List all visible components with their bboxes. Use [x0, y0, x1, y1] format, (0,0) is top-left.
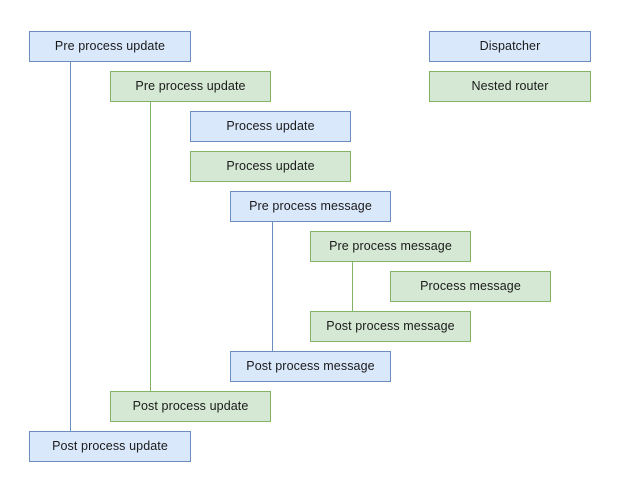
node-pre-process-update-dispatcher[interactable]: Pre process update [29, 31, 191, 62]
node-post-process-message-nested-router[interactable]: Post process message [310, 311, 471, 342]
node-process-update-dispatcher[interactable]: Process update [190, 111, 351, 142]
connector-pre-to-post-process-message-dispatcher [272, 221, 273, 351]
node-process-update-nested-router[interactable]: Process update [190, 151, 351, 182]
connector-pre-to-post-process-update-nested-router [150, 101, 151, 391]
node-post-process-update-dispatcher[interactable]: Post process update [29, 431, 191, 462]
node-process-message-nested-router[interactable]: Process message [390, 271, 551, 302]
node-pre-process-update-nested-router[interactable]: Pre process update [110, 71, 271, 102]
node-post-process-update-nested-router[interactable]: Post process update [110, 391, 271, 422]
node-pre-process-message-dispatcher[interactable]: Pre process message [230, 191, 391, 222]
legend-item-nested-router: Nested router [429, 71, 591, 102]
connector-pre-to-post-process-update-dispatcher [70, 61, 71, 431]
connector-pre-to-post-process-message-nested-router [352, 261, 353, 311]
node-post-process-message-dispatcher[interactable]: Post process message [230, 351, 391, 382]
node-pre-process-message-nested-router[interactable]: Pre process message [310, 231, 471, 262]
legend-item-dispatcher: Dispatcher [429, 31, 591, 62]
